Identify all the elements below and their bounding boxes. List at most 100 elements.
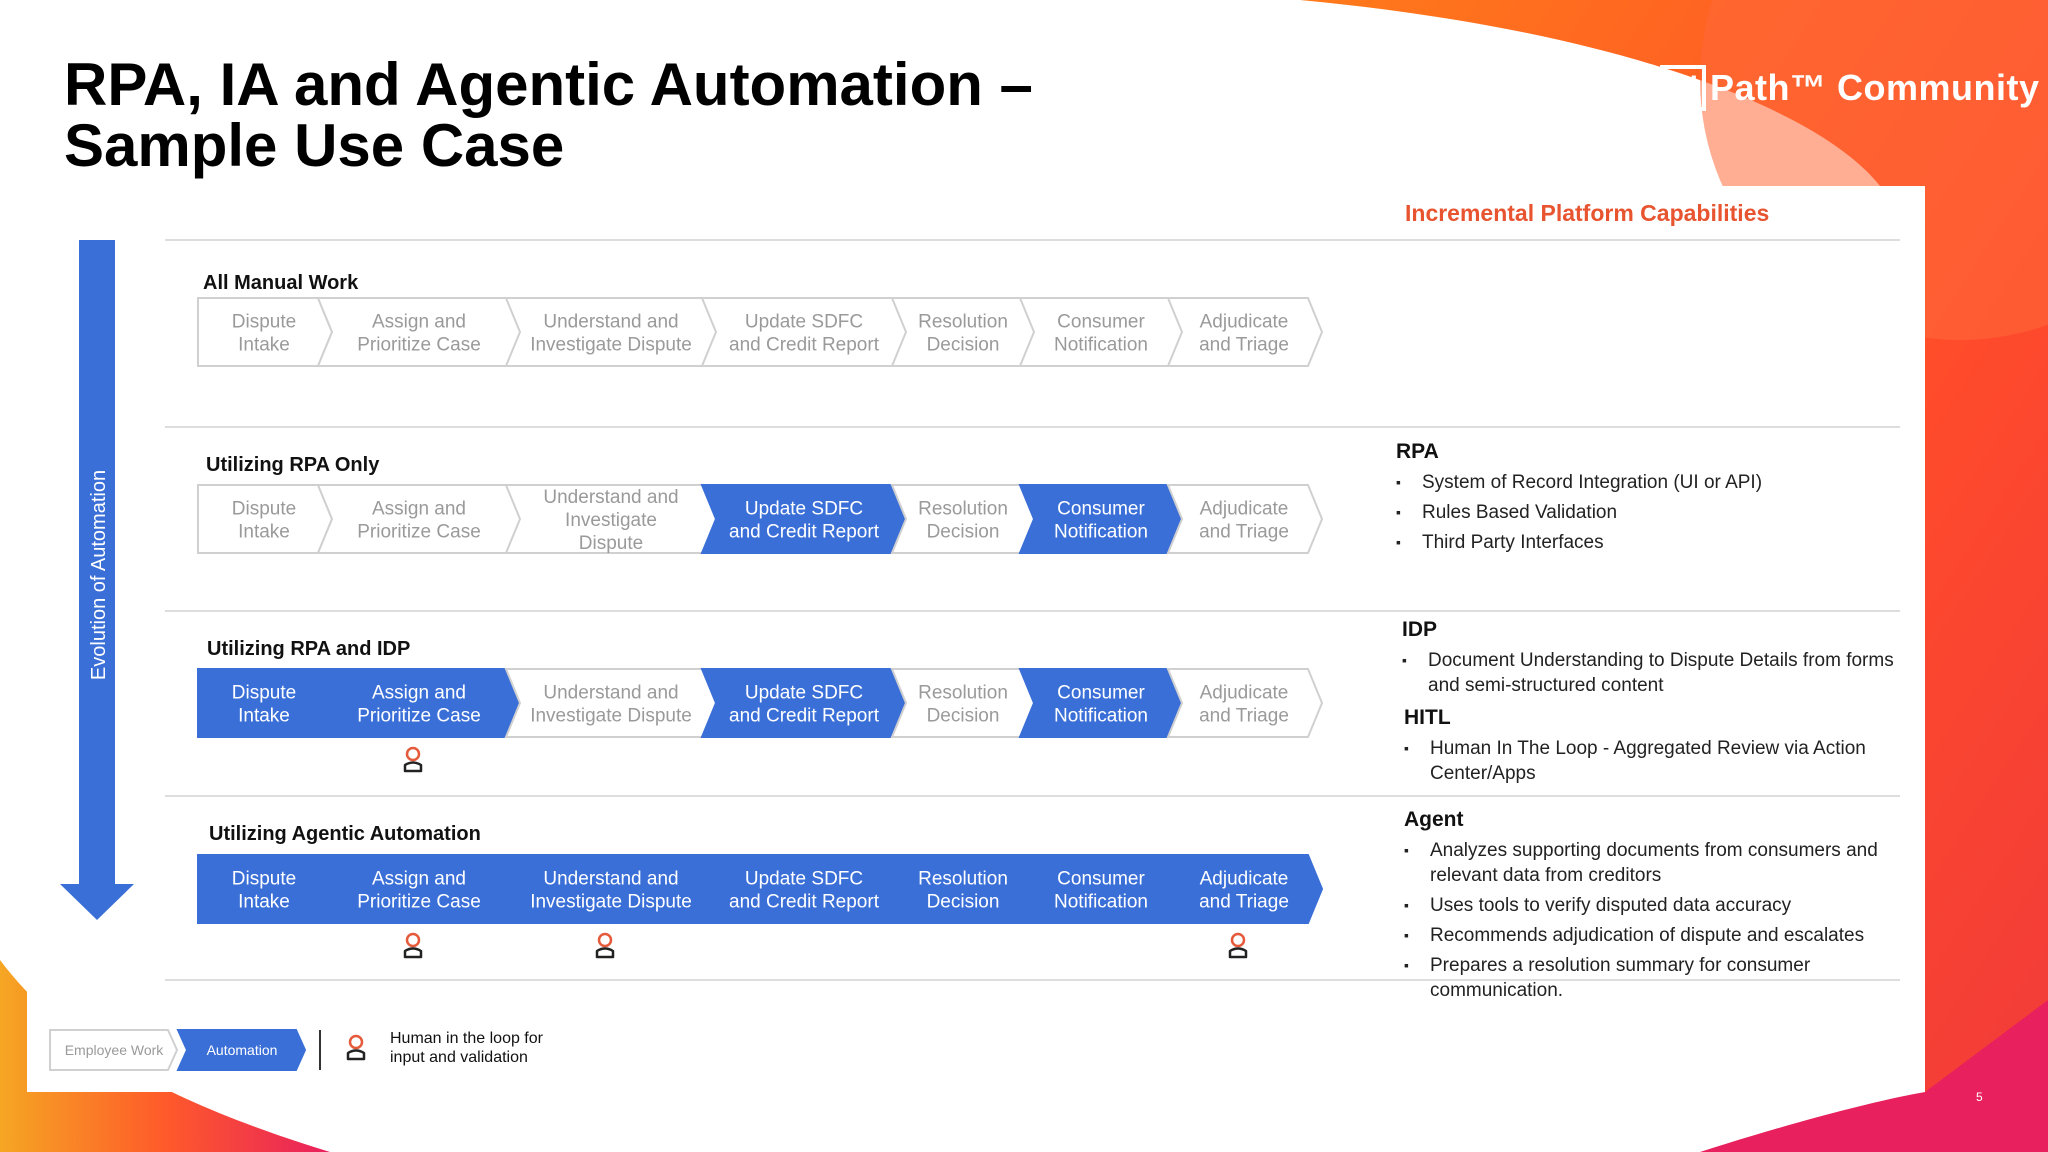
process-step-label: Understand and (543, 683, 678, 704)
process-step-label: Prioritize Case (357, 522, 481, 543)
process-step-label: Prioritize Case (357, 706, 481, 727)
process-step-label: Update SDFC (745, 869, 863, 890)
process-step-label: and Triage (1199, 522, 1289, 543)
row-title-rpa-idp: Utilizing RPA and IDP (207, 638, 411, 660)
legend-human-text: Human in the loop for input and validati… (390, 1029, 590, 1067)
process-step-label: Consumer (1057, 869, 1145, 890)
process-step-label: Investigate Dispute (530, 335, 692, 356)
employee-step-chevron (1166, 297, 1324, 367)
process-step-label: Assign and (372, 683, 466, 704)
legend-automation-label: Automation (207, 1042, 278, 1058)
logo-ui-box: Ui (1660, 65, 1706, 111)
legend-automation-chevron (176, 1029, 307, 1071)
capability-hitl-item: Human In The Loop - Aggregated Review vi… (1404, 736, 1884, 786)
logo-text: Path™ Community (1710, 67, 2040, 108)
process-step-label: Dispute (232, 312, 296, 333)
process-step-label: Intake (238, 892, 290, 913)
legend: Employee Work Automation (49, 1029, 366, 1071)
process-step-label: Understand and (543, 487, 678, 508)
process-step-label: and Credit Report (729, 335, 880, 356)
capability-hitl-title: HITL (1404, 706, 1451, 729)
process-step-label: Assign and (372, 312, 466, 333)
process-step-label: Update SDFC (745, 499, 863, 520)
process-step-label: Investigate (565, 510, 657, 531)
process-step-label: Update SDFC (745, 312, 863, 333)
process-step-label: Resolution (918, 312, 1008, 333)
process-step-label: Investigate Dispute (530, 706, 692, 727)
capability-idp-item: Document Understanding to Dispute Detail… (1402, 648, 1902, 698)
process-step-label: and Credit Report (729, 706, 880, 727)
evolution-arrow-head (60, 884, 134, 920)
process-step-label: Decision (927, 892, 1000, 913)
capability-rpa-item: Third Party Interfaces (1396, 530, 1916, 555)
legend-employee-work: Employee Work (49, 1029, 179, 1071)
process-step-label: Consumer (1057, 312, 1145, 333)
employee-step-chevron (1166, 484, 1324, 554)
process-step-label: Understand and (543, 869, 678, 890)
bottom-left-swoosh (0, 960, 330, 1152)
capability-rpa-title: RPA (1396, 440, 1439, 463)
slide-title: RPA, IA and Agentic Automation – Sample … (64, 54, 1264, 176)
process-step-label: Notification (1054, 522, 1148, 543)
capability-agent-item: Uses tools to verify disputed data accur… (1404, 893, 1924, 918)
process-step-label: and Credit Report (729, 522, 880, 543)
process-step-label: Adjudicate (1200, 683, 1289, 704)
process-step-label: Assign and (372, 499, 466, 520)
legend-human-line-1: Human in the loop for (390, 1030, 543, 1047)
legend-employee-work-chevron (49, 1029, 179, 1071)
process-step-label: Dispute (232, 683, 296, 704)
process-step-label: Prioritize Case (357, 892, 481, 913)
capability-agent-item: Analyzes supporting documents from consu… (1404, 838, 1924, 888)
human-in-loop-icon (403, 746, 423, 773)
capability-agent: Agent Analyzes supporting documents from… (1404, 808, 1924, 1008)
capability-agent-title: Agent (1404, 808, 1464, 831)
process-step-label: Investigate Dispute (530, 892, 692, 913)
human-in-loop-icon (1228, 932, 1248, 959)
process-step-label: Intake (238, 706, 290, 727)
process-step-label: Understand and (543, 312, 678, 333)
process-step-label: Adjudicate (1200, 869, 1289, 890)
process-step-label: Decision (927, 335, 1000, 356)
process-step-label: Intake (238, 335, 290, 356)
process-step-label: and Triage (1199, 335, 1289, 356)
process-step-label: Dispute (232, 869, 296, 890)
process-step-label: Dispute (579, 533, 643, 554)
process-step-label: Resolution (918, 499, 1008, 520)
legend-automation: Automation (176, 1029, 307, 1071)
uipath-community-logo: Ui Path™ Community (1660, 60, 2040, 116)
legend-human-line-2: input and validation (390, 1049, 528, 1066)
process-step-label: and Credit Report (729, 892, 880, 913)
evolution-arrow-shaft (79, 240, 115, 885)
process-step-label: Consumer (1057, 683, 1145, 704)
row-title-agentic: Utilizing Agentic Automation (209, 823, 481, 845)
process-step-label: Decision (927, 706, 1000, 727)
capability-hitl: HITL Human In The Loop - Aggregated Revi… (1404, 706, 1884, 791)
bottom-right-swoosh (1700, 1000, 2048, 1152)
process-step-label: Notification (1054, 335, 1148, 356)
capability-agent-item: Recommends adjudication of dispute and e… (1404, 923, 1924, 948)
